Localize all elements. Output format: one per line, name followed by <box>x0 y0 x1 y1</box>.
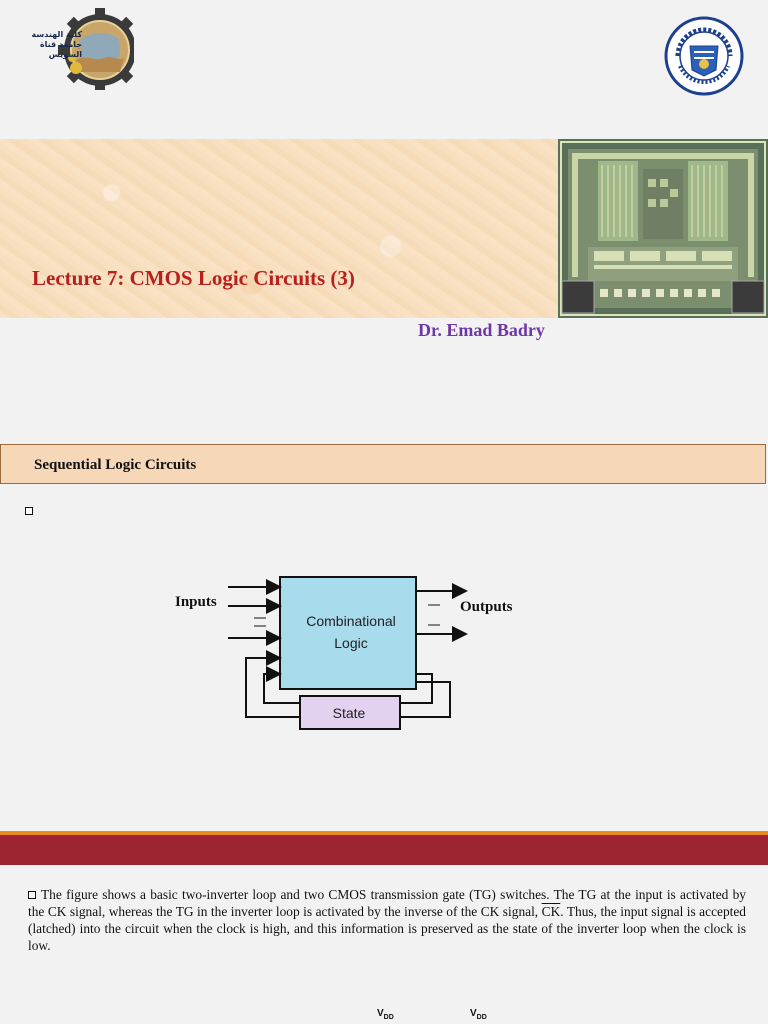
vdd-sub: DD <box>383 1014 394 1021</box>
title-banner <box>0 139 558 318</box>
vdd-main: V <box>377 1008 384 1019</box>
block-diagram: Inputs Outputs Combinational Logic State <box>175 576 513 730</box>
block-label-line2: Logic <box>334 635 367 651</box>
divider-red-band <box>0 835 768 865</box>
divider-orange-line <box>0 831 768 835</box>
block-label-line1: Combinational <box>306 613 396 629</box>
vdd-sub: DD <box>476 1014 487 1021</box>
checkbox-bullet-icon <box>25 507 33 516</box>
section-title: Sequential Logic Circuits <box>34 457 197 473</box>
chip-micrograph-image <box>558 139 768 318</box>
state-block <box>299 695 401 730</box>
vdd-label-1: VDD <box>377 1008 394 1021</box>
bullet-empty <box>25 502 33 520</box>
ck-bar-text: CK <box>541 904 561 919</box>
vdd-main: V <box>470 1008 477 1019</box>
chip-layout-icon <box>558 139 768 318</box>
faculty-logo: كلية الهندسة جامعة قناة السويس <box>12 8 142 92</box>
combinational-logic-block <box>279 576 417 690</box>
author-name: Dr. Emad Badry <box>418 320 545 340</box>
university-logo <box>664 16 744 96</box>
faculty-name: كلية الهندسة <box>31 30 82 39</box>
university-seal-icon <box>664 16 744 96</box>
outputs-label: Outputs <box>460 599 513 615</box>
sequential-circuit-diagram: Inputs Outputs Combinational Logic State <box>170 570 530 740</box>
section-header-bar <box>0 444 766 484</box>
checkbox-bullet-icon <box>28 891 36 899</box>
paragraph-text-part1: The figure shows a basic two-inverter lo… <box>28 887 746 919</box>
vdd-label-2: VDD <box>470 1008 487 1021</box>
state-label: State <box>333 705 366 721</box>
gear-logo-icon <box>58 8 142 92</box>
faculty-university: جامعة قناة السويس <box>39 40 82 59</box>
description-paragraph: The figure shows a basic two-inverter lo… <box>28 886 746 954</box>
faculty-logo-text: كلية الهندسة جامعة قناة السويس <box>18 30 82 60</box>
lecture-title: Lecture 7: CMOS Logic Circuits (3) <box>32 266 355 290</box>
inputs-label: Inputs <box>175 594 217 610</box>
paragraph-text-part2: . Thus, the input signal is accepted (la… <box>28 904 747 953</box>
